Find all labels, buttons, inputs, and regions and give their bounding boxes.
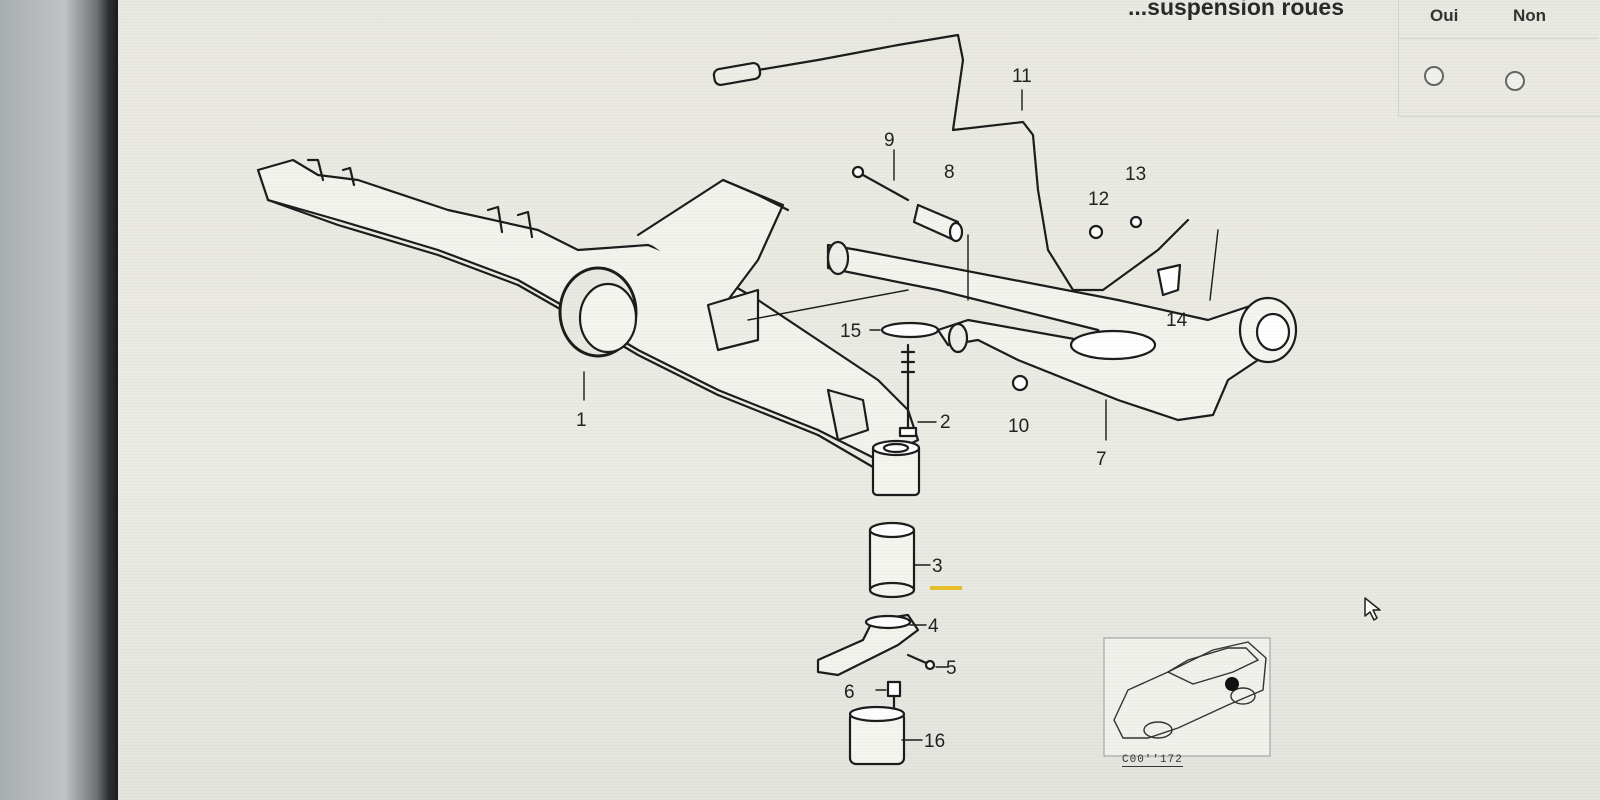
non-radio[interactable] (1505, 71, 1525, 91)
screw-12 (1088, 224, 1104, 240)
bushing-3 (868, 521, 916, 599)
bolt-2 (898, 343, 918, 438)
part-label-8: 8 (944, 162, 955, 183)
part-label-10: 10 (1008, 416, 1029, 437)
diagram-code: C00''172 (1122, 754, 1183, 767)
part-label-1: 1 (576, 410, 587, 431)
mouse-cursor-icon (1364, 597, 1381, 621)
part-label-2: 2 (940, 412, 951, 433)
oui-column-header: Oui (1430, 6, 1459, 25)
sensor-cable-11 (712, 33, 1190, 292)
part-label-14: 14 (1166, 310, 1188, 331)
part-label-12: 12 (1088, 189, 1109, 210)
part-label-11: 11 (1012, 66, 1032, 87)
bracket-4 (816, 613, 920, 677)
screen: ...suspension roues Oui Non (118, 0, 1600, 800)
mount-16 (848, 705, 906, 766)
part-label-3: 3 (932, 556, 943, 577)
bushing-8 (912, 203, 964, 243)
options-divider (1398, 38, 1598, 39)
part-label-9: 9 (884, 130, 895, 151)
part-label-6: 6 (844, 682, 855, 703)
trailing-arm-7 (826, 240, 1298, 422)
bushing-mount (871, 439, 921, 497)
bolt-9 (851, 165, 910, 202)
washer-15 (880, 321, 940, 339)
bolt-5 (906, 653, 936, 671)
part-label-16: 16 (924, 731, 945, 752)
rear-axle-diagram: 1 2 3 4 5 6 7 8 9 10 11 12 13 14 15 16 (256, 33, 1298, 766)
oui-radio[interactable] (1424, 66, 1444, 86)
part-label-7: 7 (1096, 449, 1107, 470)
section-title: ...suspension roues (1128, 0, 1344, 20)
non-column-header: Non (1513, 6, 1547, 25)
part-label-4: 4 (928, 616, 939, 637)
washer-13 (1129, 215, 1143, 229)
nut-10 (1011, 374, 1029, 392)
bracket-14 (1156, 263, 1182, 297)
options-panel (1398, 0, 1600, 117)
part-label-15: 15 (840, 321, 861, 342)
part-label-5: 5 (946, 658, 957, 679)
axle-carrier (256, 158, 920, 482)
monitor-bezel (0, 0, 118, 800)
car-location-thumbnail (1103, 637, 1271, 757)
part-label-13: 13 (1125, 164, 1146, 185)
